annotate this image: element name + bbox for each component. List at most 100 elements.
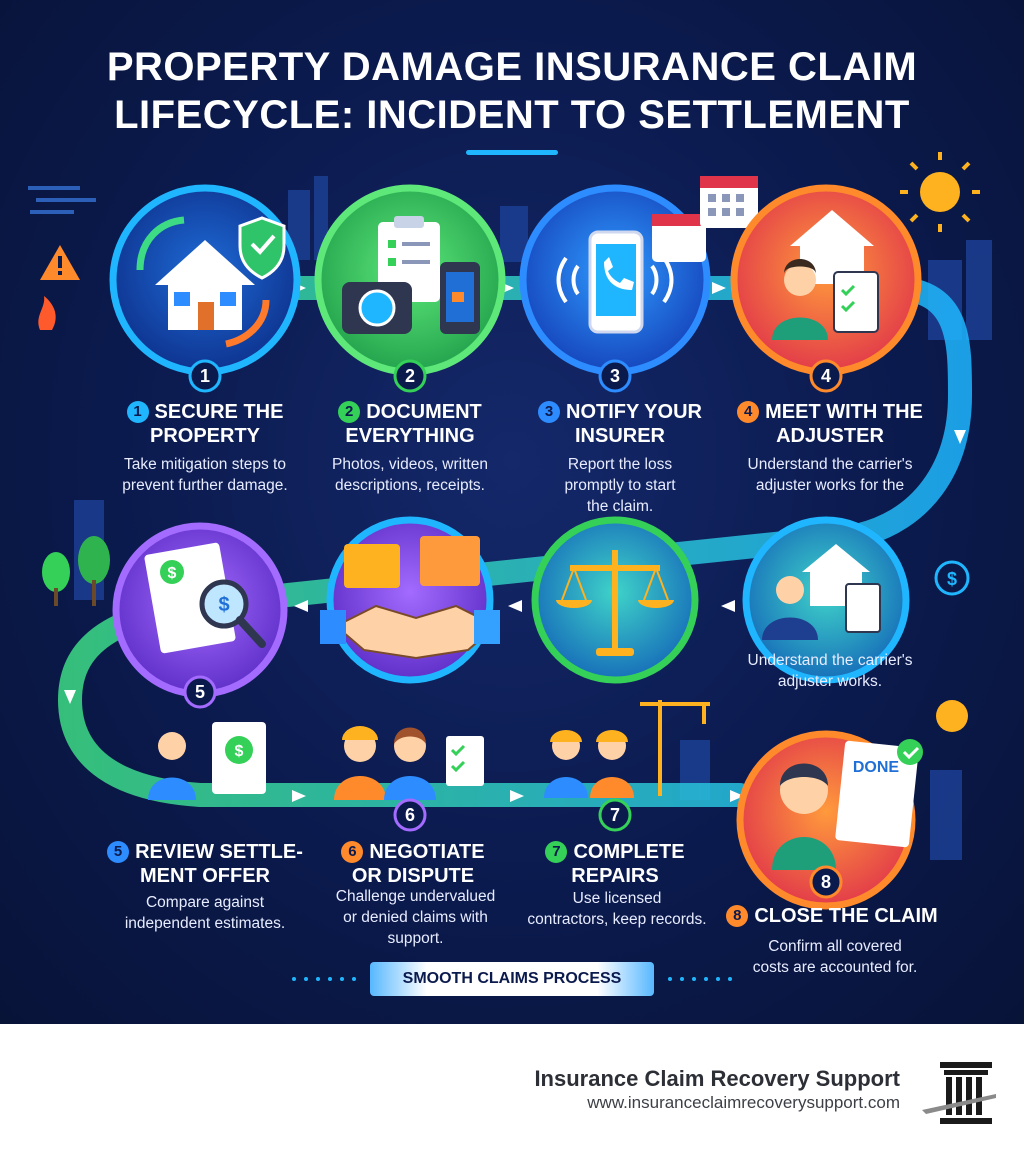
step1-desc-line1: Take mitigation steps to: [124, 456, 286, 473]
step5-number: 5: [107, 841, 130, 863]
badge-4: 4: [821, 366, 831, 386]
company-logo-icon: [922, 1062, 996, 1124]
infographic-artwork: $ $ $: [28, 150, 992, 981]
step3-title-line2: INSURER: [574, 425, 665, 447]
scales-illustration: [531, 516, 699, 684]
step1-title-line1: SECURE THE: [154, 401, 284, 423]
step8-title-line1: CLOSE THE CLAIM: [754, 905, 938, 927]
step8-number: 8: [726, 905, 749, 927]
step6-description: Challenge undervalued or denied claims w…: [318, 886, 513, 949]
step5-illustration: $ $: [112, 522, 288, 698]
infographic-poster: $ $ $: [0, 0, 1024, 1024]
step1-desc-line2: prevent further damage.: [122, 477, 288, 494]
svg-text:$: $: [947, 569, 957, 589]
step6-title-line2: OR DISPUTE: [351, 865, 475, 887]
step8-desc-line1: Confirm all covered: [768, 938, 902, 955]
step8-desc-line2: costs are accounted for.: [752, 959, 918, 976]
step4-desc-line1: Understand the carrier's: [747, 456, 913, 473]
step6-desc-line1: Challenge undervalued: [335, 888, 496, 905]
step6-workers-illustration: [334, 726, 484, 800]
step7-number: 7: [545, 841, 568, 863]
step1-number: 1: [126, 401, 149, 423]
review-offer-illustration: $: [148, 722, 266, 800]
step7-desc-line1: Use licensed: [572, 890, 662, 907]
badge-7: 7: [610, 805, 620, 825]
storm-damage-illustration: [28, 186, 96, 330]
step6-title-line1: NEGOTIATE: [369, 841, 485, 863]
step5-title-line1: REVIEW SETTLE-: [135, 841, 303, 863]
tree-icon: [42, 536, 110, 606]
step4-description: Understand the carrier's adjuster works …: [725, 454, 935, 496]
step1-description: Take mitigation steps to prevent further…: [95, 454, 315, 496]
smooth-claims-banner: SMOOTH CLAIMS PROCESS: [370, 962, 654, 996]
adjuster-meeting-illustration: [742, 516, 910, 684]
badge-5: 5: [195, 682, 205, 702]
step5-title-line2: MENT OFFER: [140, 865, 270, 887]
step2-desc-line1: Photos, videos, written: [332, 456, 488, 473]
small-sun-icon: [936, 700, 968, 732]
step4-title-line1: MEET WITH THE: [765, 401, 923, 423]
step5-description: Compare against independent estimates.: [95, 892, 315, 934]
done-label: DONE: [853, 759, 900, 776]
step3-number: 3: [538, 401, 561, 423]
dollar-bubble-icon: $: [934, 560, 970, 596]
step7-workers-illustration: [544, 700, 710, 798]
step3-title-line1: NOTIFY YOUR: [566, 401, 702, 423]
step5-desc-line1: Compare against: [145, 894, 265, 911]
step3-desc-line3: the claim.: [586, 498, 654, 515]
adjuster-note: Understand the carrier's adjuster works.: [725, 650, 935, 692]
svg-text:$: $: [168, 565, 177, 582]
step7-title-line2: REPAIRS: [571, 865, 659, 887]
banner-dots: [292, 977, 732, 981]
step4-desc-line2: adjuster works for the: [755, 477, 905, 494]
step4-number: 4: [737, 401, 760, 423]
sun-icon: [900, 152, 980, 232]
step4-illustration: [730, 184, 922, 376]
step8-illustration: DONE: [736, 730, 923, 910]
footer-website-link[interactable]: www.insuranceclaimrecoverysupport.com: [587, 1093, 900, 1112]
step2-number: 2: [338, 401, 361, 423]
step2-description: Photos, videos, written descriptions, re…: [310, 454, 510, 496]
page-title-line2: LIFECYCLE: INCIDENT TO SETTLEMENT: [114, 93, 910, 137]
step2-desc-line2: descriptions, receipts.: [335, 477, 485, 494]
page-title-line1: PROPERTY DAMAGE INSURANCE CLAIM: [106, 45, 918, 89]
footer-company-name: Insurance Claim Recovery Support: [534, 1066, 900, 1091]
svg-text:$: $: [218, 594, 229, 616]
step3-desc-line2: promptly to start: [564, 477, 676, 494]
step4-title-line2: ADJUSTER: [776, 425, 884, 447]
step2-title-line1: DOCUMENT: [366, 401, 482, 423]
step2-title-line2: EVERYTHING: [345, 425, 475, 447]
step6-desc-line2: or denied claims with: [343, 909, 488, 926]
step3-description: Report the loss promptly to start the cl…: [530, 454, 710, 517]
badge-8: 8: [821, 872, 831, 892]
step7-description: Use licensed contractors, keep records.: [512, 888, 722, 930]
step2-illustration: [314, 184, 506, 376]
step1-illustration: [109, 184, 301, 376]
step7-title-line1: COMPLETE: [573, 841, 685, 863]
step8-description: Confirm all covered costs are accounted …: [730, 936, 940, 978]
step1-title-line2: PROPERTY: [149, 425, 261, 447]
step3-desc-line1: Report the loss: [567, 456, 673, 473]
city-skyline-decoration: [74, 176, 992, 860]
step6-desc-line3: support.: [387, 930, 444, 947]
badge-6: 6: [405, 805, 415, 825]
svg-text:$: $: [235, 743, 244, 760]
step-number-badges: 1 2 3 4 5 6 7 8: [183, 359, 843, 899]
badge-3: 3: [610, 366, 620, 386]
badge-1: 1: [200, 366, 210, 386]
handshake-illustration: [320, 516, 500, 684]
step3-illustration: [519, 176, 758, 376]
step5-desc-line2: independent estimates.: [124, 915, 286, 932]
adjuster-note-line2: adjuster works.: [777, 673, 883, 690]
adjuster-note-line1: Understand the carrier's: [747, 652, 913, 669]
title-underline: [466, 150, 558, 155]
step6-number: 6: [341, 841, 364, 863]
